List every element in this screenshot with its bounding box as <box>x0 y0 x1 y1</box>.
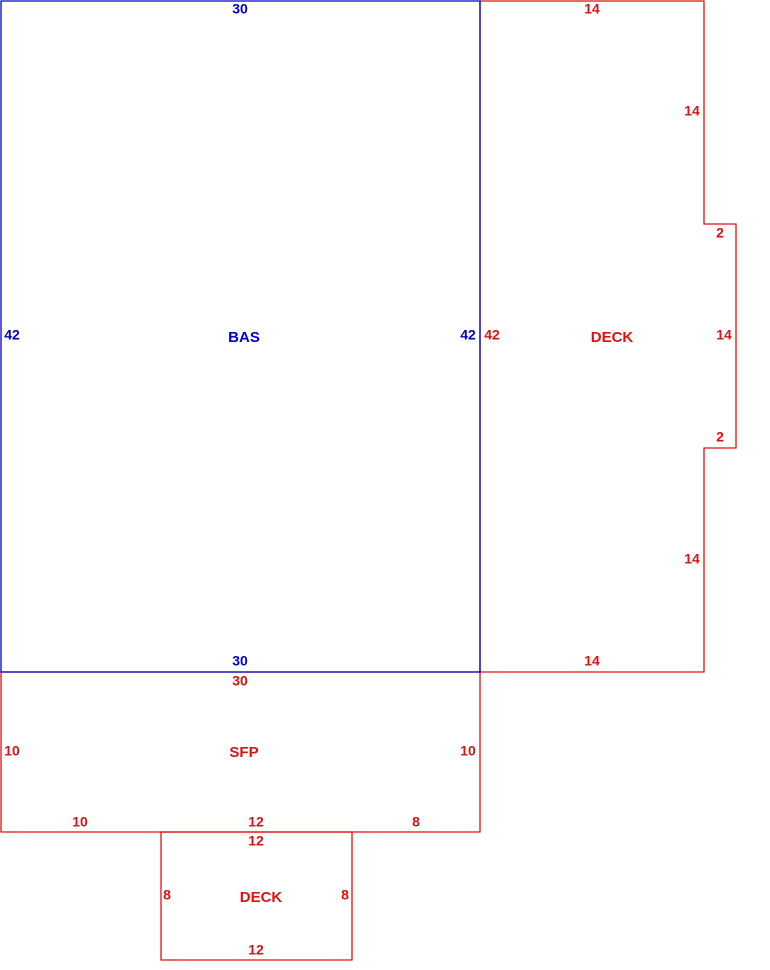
deck-right-dim-bump-top: 2 <box>716 225 724 241</box>
sfp-label: SFP <box>229 744 258 761</box>
deck-right-dim-bump-side: 14 <box>716 327 732 343</box>
deck-bottom-area: DECK 12 8 8 12 <box>160 831 353 961</box>
bas-dim-right: 42 <box>460 327 476 343</box>
sfp-dim-bottom-right: 8 <box>412 814 420 830</box>
bas-label: BAS <box>228 329 260 346</box>
deck-bottom-label: DECK <box>240 889 283 906</box>
bas-outline <box>0 0 481 673</box>
sfp-area: SFP 30 10 10 10 12 8 <box>0 671 481 833</box>
deck-right-dim-bottom: 14 <box>584 653 600 669</box>
deck-right-dim-upper-side: 14 <box>684 103 700 119</box>
sfp-dim-left: 10 <box>4 743 20 759</box>
deck-bottom-dim-left: 8 <box>163 887 171 903</box>
deck-bottom-outline <box>160 831 353 961</box>
deck-bottom-dim-bottom: 12 <box>248 942 264 958</box>
bas-dim-top: 30 <box>232 1 248 17</box>
sfp-dim-top: 30 <box>232 673 248 689</box>
deck-right-dim-lower-side: 14 <box>684 551 700 567</box>
sfp-dim-bottom-left: 10 <box>72 814 88 830</box>
deck-right-label: DECK <box>591 329 634 346</box>
sfp-dim-bottom-mid: 12 <box>248 814 264 830</box>
deck-right-dim-bump-bottom: 2 <box>716 429 724 445</box>
bas-dim-bottom: 30 <box>232 653 248 669</box>
deck-right-outline <box>479 0 737 673</box>
deck-right-area: DECK 42 14 14 2 14 2 14 14 <box>479 0 737 673</box>
bas-area: BAS 30 42 42 30 <box>0 0 481 673</box>
deck-bottom-dim-right: 8 <box>341 887 349 903</box>
sfp-dim-right: 10 <box>460 743 476 759</box>
deck-bottom-dim-top: 12 <box>248 833 264 849</box>
deck-right-dim-left: 42 <box>484 327 500 343</box>
deck-right-dim-top: 14 <box>584 1 600 17</box>
bas-dim-left: 42 <box>4 327 20 343</box>
